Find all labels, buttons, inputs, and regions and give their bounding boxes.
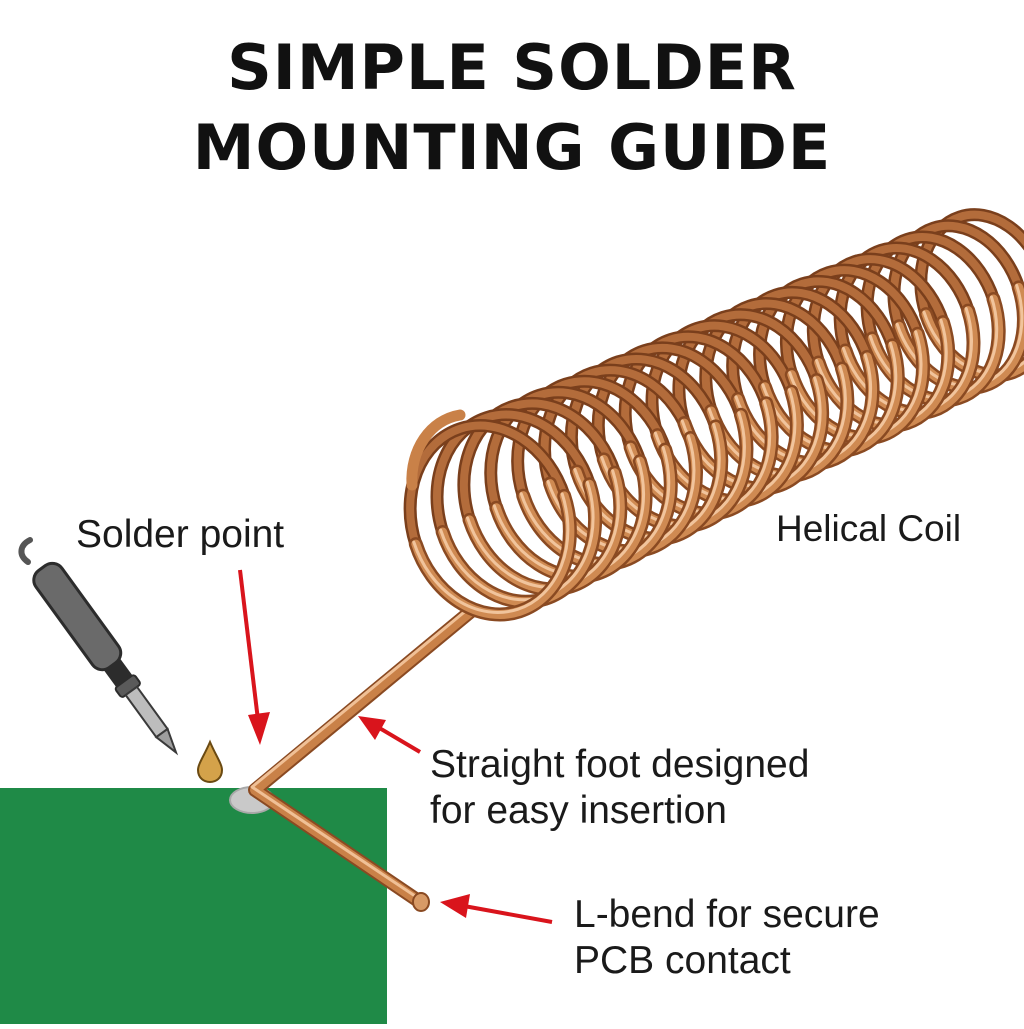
page-title: SIMPLE SOLDER MOUNTING GUIDE	[0, 28, 1024, 188]
title-line-1: SIMPLE SOLDER	[227, 31, 797, 104]
pcb-board	[0, 788, 387, 1024]
coil-turn-back	[591, 341, 748, 466]
coil-turn-back	[430, 408, 596, 539]
coil-turn-back	[672, 308, 824, 430]
arrow-l-bend	[440, 894, 553, 924]
coil-turn-back	[618, 330, 773, 454]
arrow-solder-point	[238, 569, 270, 745]
straight-foot-label: Straight foot designed for easy insertio…	[430, 743, 810, 832]
solder-point-label: Solder point	[76, 513, 285, 556]
coil-turn-back	[564, 352, 723, 478]
coil-start-hook	[406, 409, 466, 491]
soldering-iron-icon	[18, 537, 179, 756]
coil-turn-back	[538, 363, 697, 491]
title-line-2: MOUNTING GUIDE	[192, 111, 832, 184]
coil-back-turns	[403, 208, 1024, 551]
coil-turn-back	[403, 419, 571, 551]
arrow-straight-foot	[358, 716, 422, 754]
coil-turn-back	[511, 374, 672, 503]
coil-front-turns	[406, 268, 1024, 622]
l-bend-label: L-bend for secure PCB contact	[574, 893, 880, 982]
helical-coil-label: Helical Coil	[776, 508, 962, 549]
coil-foot-wire	[248, 605, 477, 912]
solder-drop-icon	[196, 739, 224, 784]
coil-turn-back	[457, 396, 622, 527]
coil-turn-back	[645, 319, 798, 442]
wire-end	[412, 892, 430, 912]
coil-turn-front	[408, 488, 577, 622]
coil-turn-back	[484, 385, 647, 515]
